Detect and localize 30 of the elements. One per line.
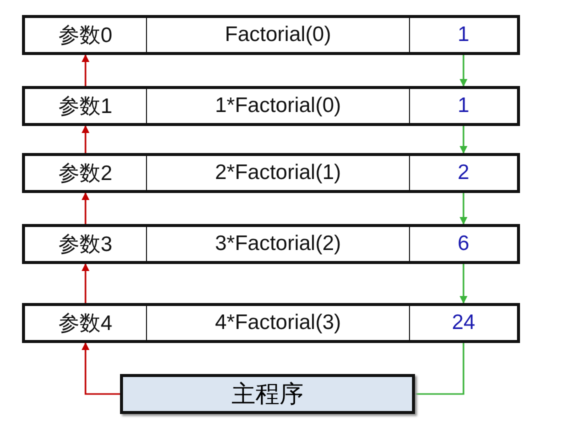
expression-cell: 3*Factorial(2)	[146, 227, 410, 261]
parameter-cell: 参数2	[25, 156, 146, 190]
arrow	[82, 54, 90, 86]
arrow	[82, 125, 90, 153]
value-cell: 1	[410, 89, 517, 123]
arrow	[460, 55, 468, 87]
expression-cell: 2*Factorial(1)	[146, 156, 410, 190]
main-program-box: 主程序	[120, 374, 415, 414]
expression-cell: 4*Factorial(3)	[146, 306, 410, 340]
value-cell: 6	[410, 227, 517, 261]
arrow	[460, 193, 468, 225]
parameter-cell: 参数4	[25, 306, 146, 340]
value-cell: 24	[410, 306, 517, 340]
value-cell: 1	[410, 18, 517, 52]
arrow	[82, 192, 90, 224]
table-row	[22, 224, 520, 264]
expression-cell: 1*Factorial(0)	[146, 89, 410, 123]
arrow	[460, 264, 468, 304]
parameter-cell: 参数0	[25, 18, 146, 52]
arrow	[460, 126, 468, 154]
parameter-cell: 参数1	[25, 89, 146, 123]
arrow	[82, 263, 90, 303]
expression-cell: Factorial(0)	[146, 18, 410, 52]
table-row	[22, 153, 520, 193]
table-row	[22, 303, 520, 343]
table-row	[22, 86, 520, 126]
arrow	[82, 342, 120, 395]
table-row	[22, 15, 520, 55]
value-cell: 2	[410, 156, 517, 190]
parameter-cell: 参数3	[25, 227, 146, 261]
